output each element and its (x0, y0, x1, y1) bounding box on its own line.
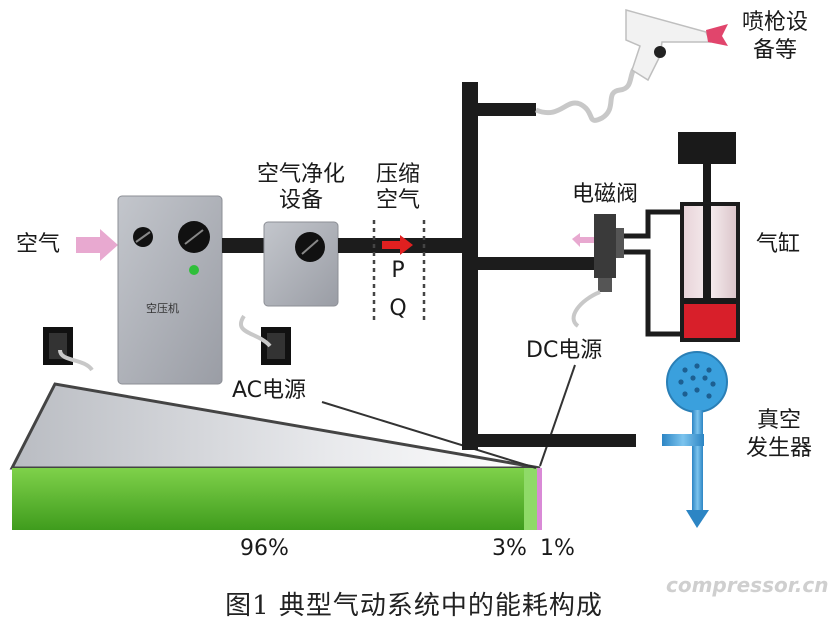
label-energy-1: 1% (540, 536, 575, 561)
cylinder-pad (678, 132, 736, 164)
energy-bar-96 (12, 468, 524, 530)
energy-bar-3 (524, 468, 537, 530)
spray-hose (535, 61, 642, 123)
label-ac-power: AC电源 (232, 378, 307, 403)
vacuum-generator-stem (692, 410, 703, 510)
label-solenoid-valve: 电磁阀 (572, 182, 639, 207)
manifold-branch-vacuum (478, 434, 636, 447)
label-compressed-line2: 空气 (375, 188, 420, 213)
purifier-unit (263, 221, 339, 307)
compressor-unit (117, 195, 223, 385)
air-intake-arrow (76, 229, 118, 261)
spray-gun (625, 9, 712, 82)
energy-bar-1 (537, 468, 542, 530)
compressor-indicator-light (189, 265, 199, 275)
label-flow-q: Q (389, 296, 407, 321)
ac-leader-line (321, 401, 537, 469)
label-vacuum-line1: 真空 (756, 408, 801, 433)
label-vacuum-line2: 发生器 (745, 436, 812, 461)
label-purifier-line1: 空气净化 (256, 162, 345, 187)
label-compressor: 空压机 (146, 302, 179, 315)
cylinder-piston-chamber (684, 304, 736, 338)
manifold-branch-spray (478, 103, 536, 116)
label-pressure-p: P (391, 258, 405, 283)
manifold-vertical (462, 82, 478, 450)
vacuum-suction-cup (666, 351, 728, 413)
label-dc-power: DC电源 (526, 338, 603, 363)
dc-leader-line (539, 364, 576, 467)
pipe-compressor-purifier (222, 238, 264, 253)
label-spray-line1: 喷枪设 (741, 10, 808, 35)
watermark-logo: compressor.cn (666, 573, 828, 597)
compressed-air-arrow (382, 235, 413, 255)
label-energy-3: 3% (492, 536, 527, 561)
figure-caption: 图1 典型气动系统中的能耗构成 (225, 591, 603, 621)
label-spray-line2: 备等 (752, 38, 797, 63)
solenoid-valve (594, 214, 616, 278)
label-compressed-line1: 压缩 (375, 162, 420, 187)
label-cylinder: 气缸 (756, 232, 801, 257)
manifold-branch-valve (478, 257, 596, 270)
label-purifier-line2: 设备 (278, 188, 323, 213)
solenoid-exhaust-arrow (572, 233, 594, 247)
label-air-intake: 空气 (16, 232, 61, 257)
label-energy-96: 96% (240, 536, 289, 561)
